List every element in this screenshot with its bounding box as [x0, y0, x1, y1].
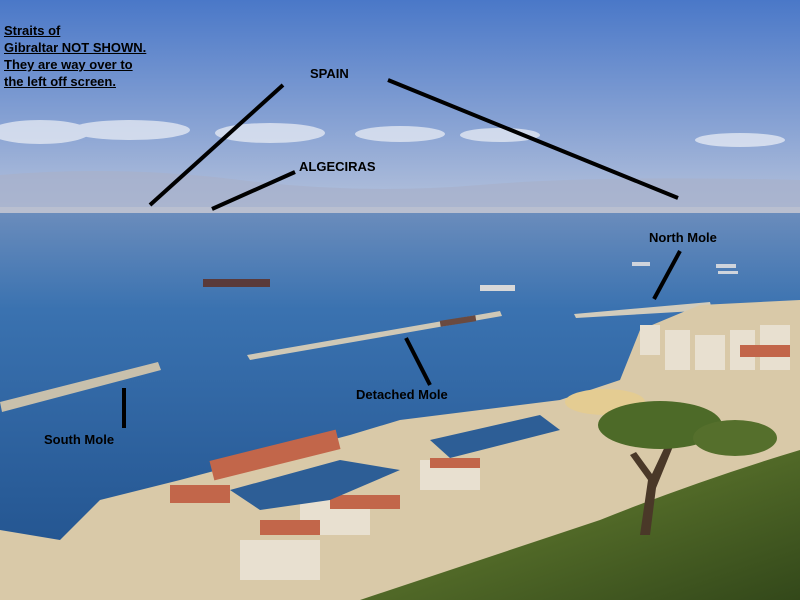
north-mole-pointer: [652, 250, 682, 300]
ship: [718, 271, 738, 274]
annotation-lines: [122, 78, 682, 428]
marina-water: [430, 415, 560, 458]
ship: [439, 315, 477, 327]
far-shore: [0, 207, 800, 215]
distant-hills: [0, 171, 800, 215]
tree-canopy: [693, 420, 777, 456]
spain-pointer-right: [387, 78, 679, 200]
ship: [632, 262, 650, 266]
ship: [480, 285, 515, 291]
label-detached-mole: Detached Mole: [356, 387, 448, 402]
north-mole: [574, 302, 712, 318]
ship: [203, 279, 270, 287]
straits-note: Straits of Gibraltar NOT SHOWN. They are…: [4, 22, 146, 90]
detached-mole-pointer: [404, 337, 432, 386]
tree-trunk: [630, 440, 674, 535]
detached-mole: [247, 311, 502, 360]
rooftops: [170, 345, 790, 535]
tree-canopy: [598, 401, 722, 449]
note-line-1: Straits of: [4, 23, 61, 38]
label-north-mole: North Mole: [649, 230, 717, 245]
label-algeciras: ALGECIRAS: [299, 159, 376, 174]
note-line-4: the left off screen.: [4, 74, 116, 89]
note-line-3: They are way over to: [4, 57, 133, 72]
note-line-2: Gibraltar NOT SHOWN.: [4, 40, 147, 55]
label-south-mole: South Mole: [44, 432, 115, 447]
label-spain: SPAIN: [310, 66, 349, 81]
hillside-vegetation: [360, 450, 800, 600]
spain-pointer-left: [148, 83, 285, 207]
south-mole: [0, 362, 161, 412]
algeciras-pointer: [211, 170, 296, 211]
clouds: [0, 120, 785, 147]
marina-water: [230, 460, 400, 510]
ship: [716, 264, 736, 268]
